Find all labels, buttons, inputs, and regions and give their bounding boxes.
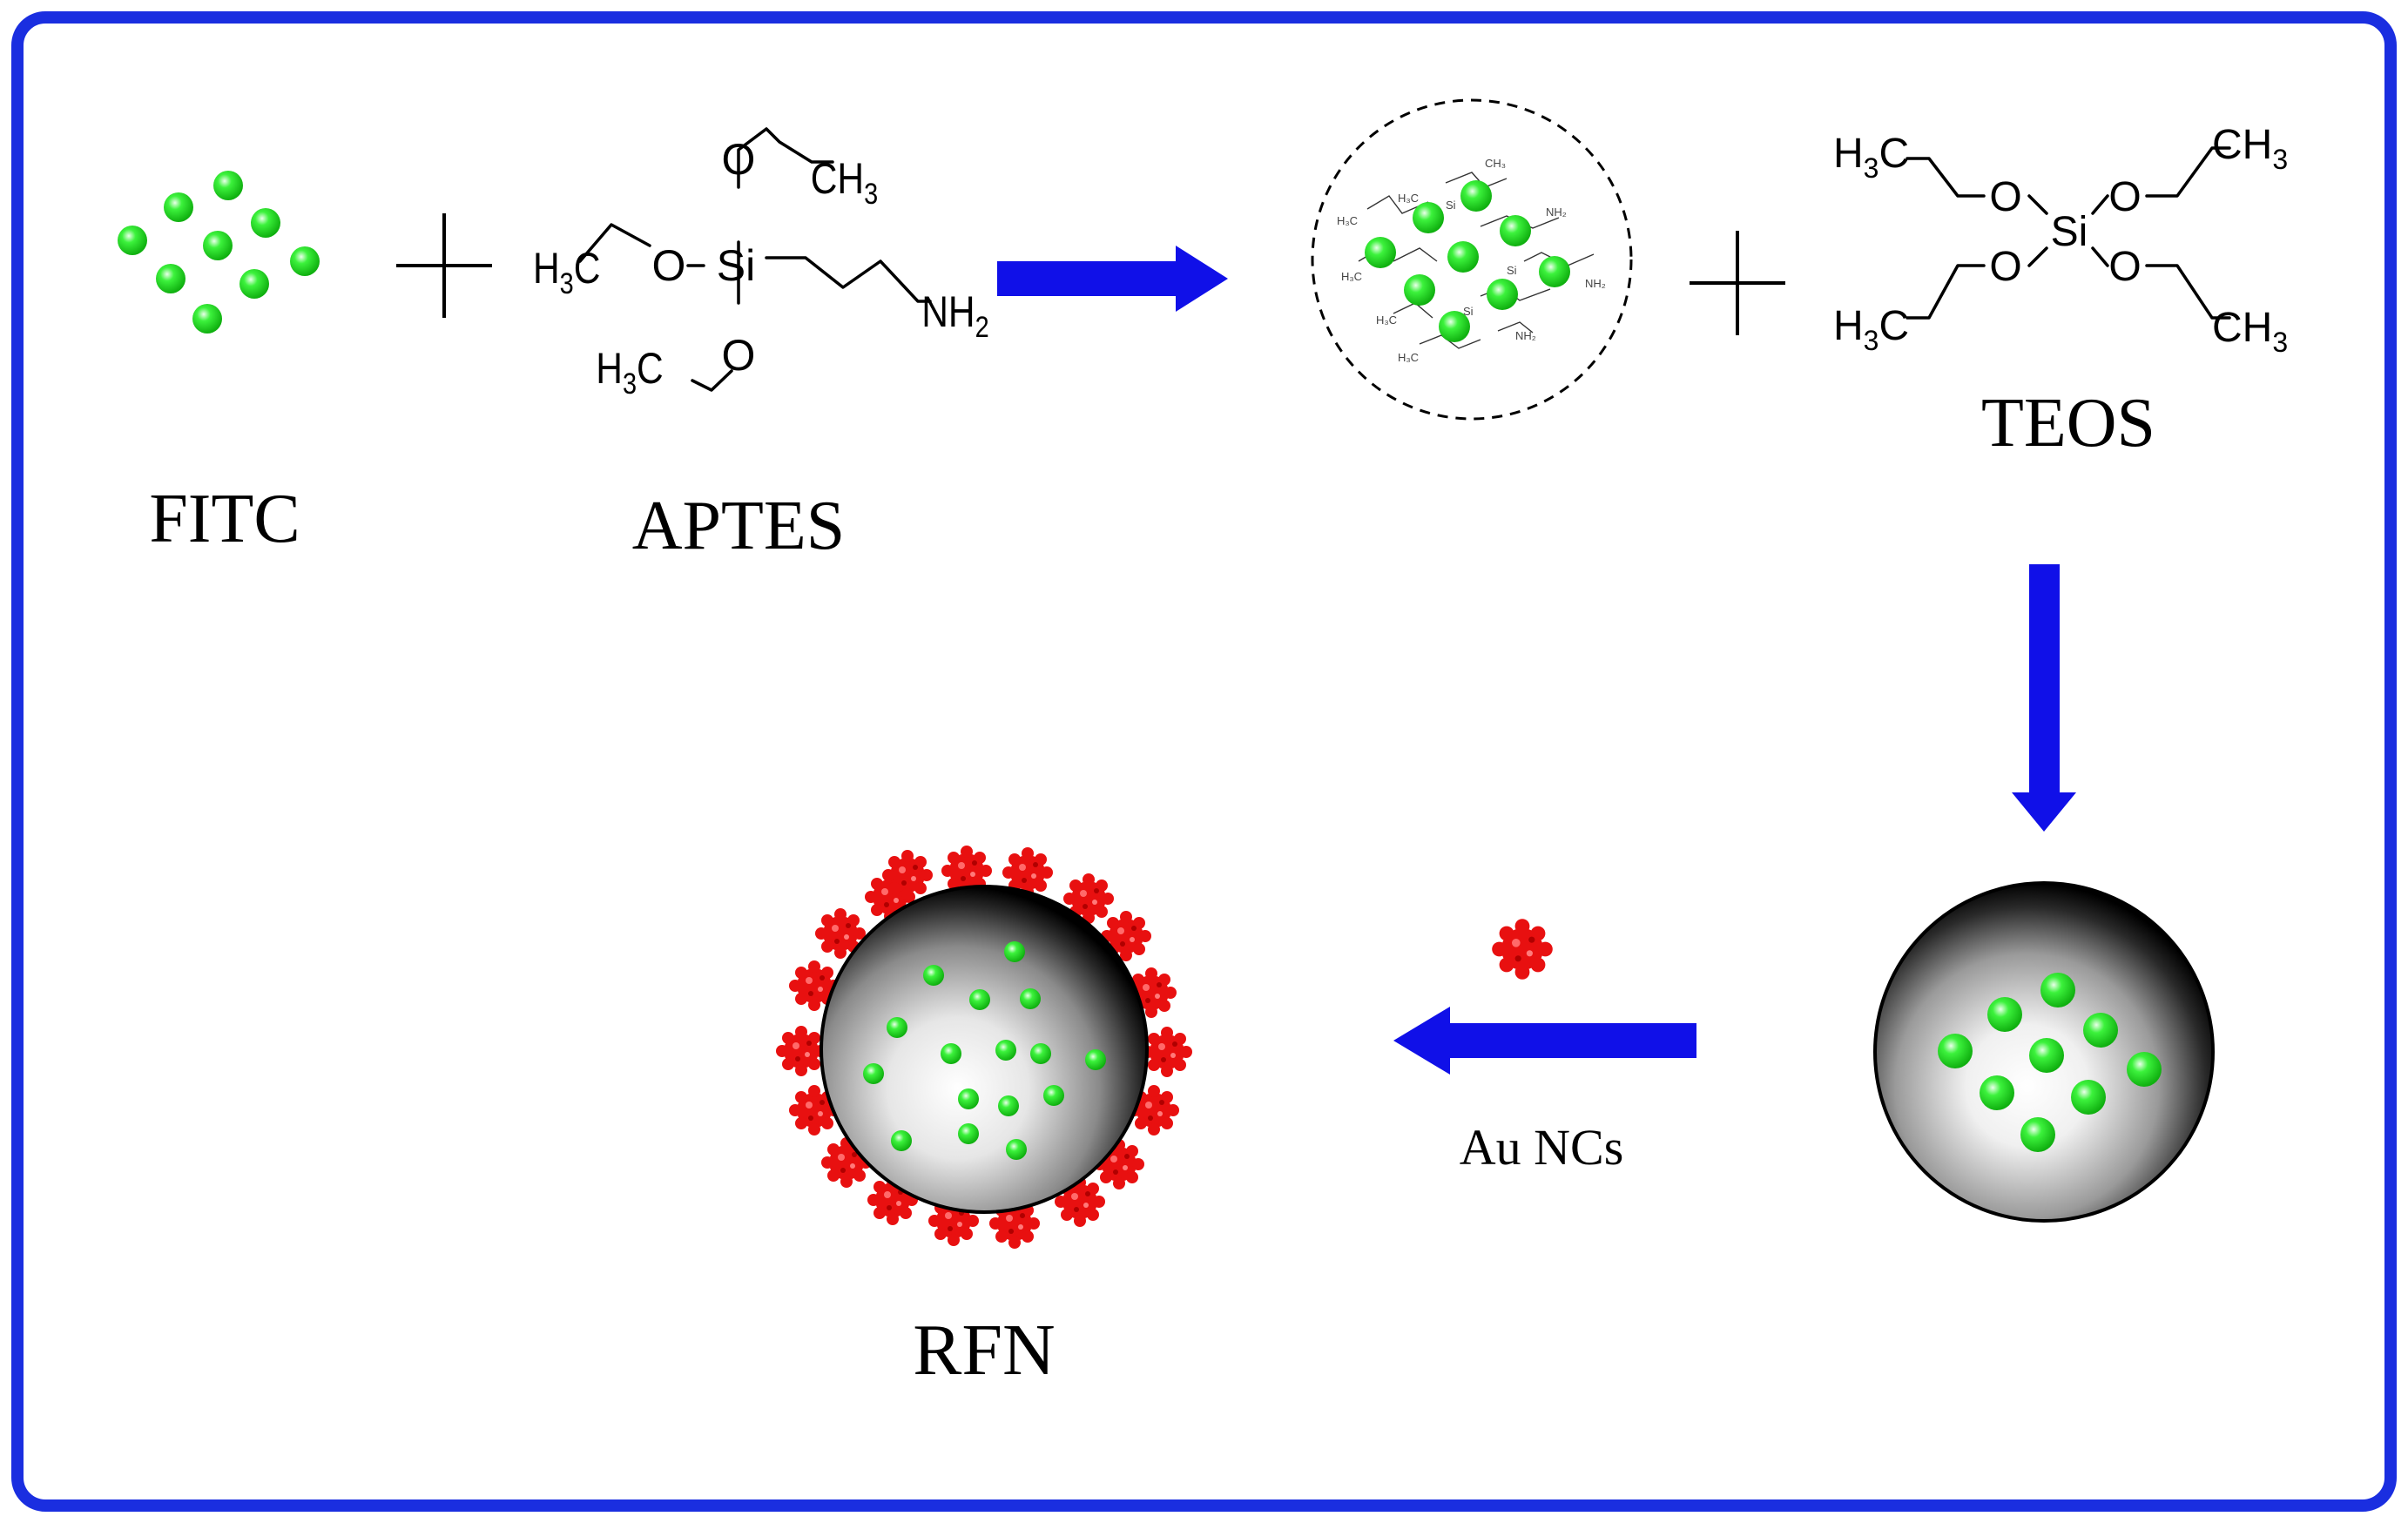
fitc-aptes-complex: H₃C H₃C CH₃ NH₂ H₃C NH₂ H₃C Si Si NH₂ H₃…: [1311, 98, 1633, 421]
svg-text:Si: Si: [1463, 305, 1474, 318]
svg-text:H₃C: H₃C: [1376, 313, 1397, 327]
aptes-o-top: O: [722, 135, 756, 184]
fitc-dot-cluster: [118, 171, 320, 334]
teos-o-tl: O: [1989, 174, 2021, 220]
arrow-left: [1393, 1007, 1696, 1075]
svg-text:NH₂: NH₂: [1585, 277, 1606, 290]
aptes-o-left: O: [652, 241, 686, 290]
arrow-right: [997, 246, 1228, 312]
au-nc-icon: [1492, 919, 1553, 980]
aptes-ch3-top: CH3: [811, 154, 878, 211]
svg-text:H₃C: H₃C: [1398, 351, 1419, 364]
aptes-h3c-left: H3C: [533, 244, 600, 300]
teos-ch3-top: CH3: [2212, 122, 2288, 175]
au-ncs-label: Au NCs: [1460, 1119, 1624, 1176]
rfn-label: RFN: [913, 1310, 1055, 1391]
svg-text:CH₃: CH₃: [1485, 157, 1506, 170]
frame-border: [11, 11, 2397, 1512]
teos-o-bl: O: [1989, 244, 2021, 290]
svg-text:NH₂: NH₂: [1546, 206, 1567, 219]
aptes-structure: O CH3 H3C O Si O H3C NH2: [533, 127, 989, 401]
aptes-o-bottom: O: [722, 331, 756, 380]
fitc-label: FITC: [149, 481, 300, 557]
plus-sign-2: [1690, 231, 1785, 335]
rfn-nanoparticle: [776, 846, 1192, 1249]
aptes-si: Si: [717, 241, 755, 290]
svg-text:H₃C: H₃C: [1341, 270, 1362, 283]
teos-structure: H3C H3C CH3 CH3 O O O O Si: [1833, 122, 2288, 358]
aptes-h3c-bottom: H3C: [596, 344, 663, 401]
aptes-nh2: NH2: [921, 287, 988, 344]
svg-text:NH₂: NH₂: [1515, 329, 1536, 342]
aptes-label: APTES: [632, 488, 846, 564]
teos-h3c-bottom: H3C: [1833, 303, 1909, 356]
plus-sign-1: [396, 213, 492, 318]
silica-nanoparticle: [1873, 881, 2215, 1223]
svg-text:Si: Si: [1507, 264, 1517, 277]
teos-h3c-top: H3C: [1833, 131, 1909, 184]
teos-label: TEOS: [1981, 385, 2155, 462]
teos-o-tr: O: [2108, 174, 2141, 220]
teos-si: Si: [2051, 209, 2088, 255]
teos-ch3-bottom: CH3: [2212, 305, 2288, 358]
svg-text:Si: Si: [1446, 199, 1456, 212]
svg-text:H₃C: H₃C: [1337, 214, 1358, 227]
svg-text:H₃C: H₃C: [1398, 192, 1419, 205]
teos-o-br: O: [2108, 244, 2141, 290]
arrow-down: [2012, 564, 2076, 832]
